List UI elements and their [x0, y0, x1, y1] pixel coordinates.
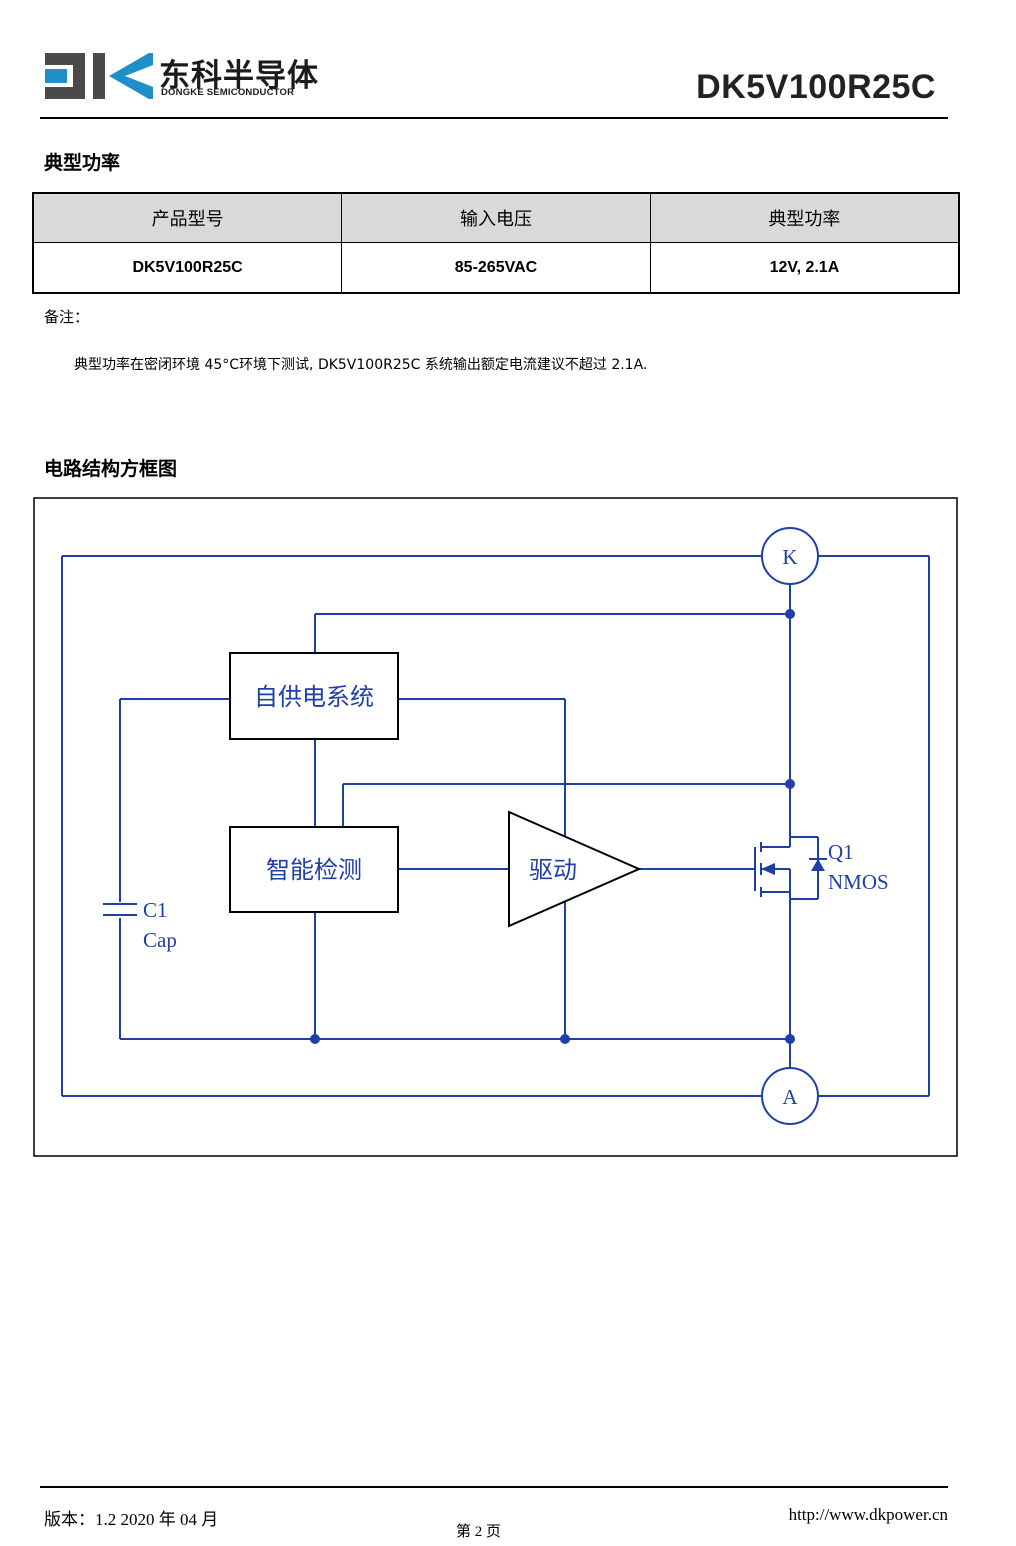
- block-diagram-heading: 电路结构方框图: [44, 458, 178, 480]
- dk-logo-icon: [45, 53, 153, 99]
- diagram-frame: [33, 497, 958, 1157]
- cap-ref-label: C1: [143, 898, 168, 922]
- pin-a: [761, 1067, 819, 1125]
- detect-block-label: 智能检测: [266, 856, 362, 884]
- logo-chinese-name: 东科半导体: [159, 58, 319, 94]
- document-title: DK5V100R25C: [696, 68, 936, 106]
- page-number: 第 2 页: [456, 1524, 502, 1540]
- mos-ref-label: Q1: [828, 840, 854, 864]
- website-url: http://www.dkpower.cn: [788, 1505, 948, 1524]
- typical-power-table: 产品型号 输入电压 典型功率 DK5V100R25C 85-265VAC 12V…: [32, 192, 960, 294]
- typical-power-heading: 典型功率: [44, 152, 121, 174]
- driver-block-label: 驱动: [529, 856, 577, 884]
- cell-input-voltage: 85-265VAC: [341, 242, 651, 294]
- driver-block: [508, 810, 642, 928]
- header-divider: [40, 117, 948, 119]
- cell-typical-power: 12V, 2.1A: [649, 242, 960, 294]
- mos-type-label: NMOS: [828, 870, 889, 894]
- col-typical-power: 典型功率: [649, 192, 960, 243]
- table-header-row: 产品型号 输入电压 典型功率: [32, 192, 960, 243]
- circuit-block-diagram: K A 自供电系统 智能检测 驱动 C1 Cap Q1 NMOS: [33, 497, 958, 1157]
- col-input-voltage: 输入电压: [341, 192, 651, 243]
- col-product-model: 产品型号: [32, 192, 343, 243]
- supply-block-label: 自供电系统: [254, 683, 374, 711]
- supply-block: [229, 652, 399, 740]
- note-text: 典型功率在密闭环境 45°C环境下测试, DK5V100R25C 系统输出额定电…: [74, 357, 648, 373]
- cell-product-model: DK5V100R25C: [32, 242, 343, 294]
- pin-a-label: A: [782, 1085, 798, 1109]
- pin-k-label: K: [782, 545, 797, 569]
- cap-type-label: Cap: [143, 928, 177, 952]
- table-row: DK5V100R25C 85-265VAC 12V, 2.1A: [32, 242, 960, 294]
- detect-block: [229, 826, 399, 913]
- note-label: 备注：: [44, 308, 90, 326]
- version-date: 版本：1.2 2020 年 04 月: [44, 1510, 219, 1529]
- logo-english-name: DONGKE SEMICONDUCTOR: [161, 87, 295, 98]
- footer-divider: [40, 1486, 948, 1488]
- pin-k: [761, 527, 819, 585]
- company-logo: 东科半导体 DONGKE SEMICONDUCTOR: [45, 50, 345, 102]
